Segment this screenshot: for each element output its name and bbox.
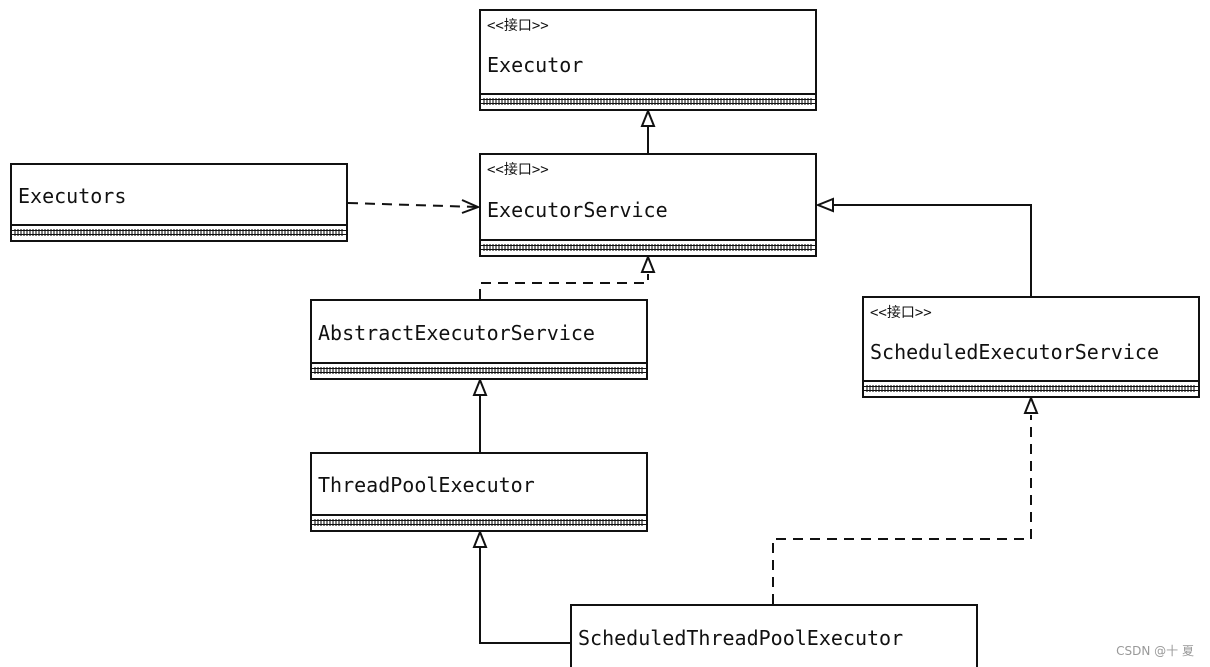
class-scheduled-executor-service[interactable]: <<接口>> ScheduledExecutorService — [862, 296, 1200, 398]
triangle-arrowhead — [472, 529, 488, 548]
triangle-arrowhead — [1023, 395, 1039, 414]
compartment-divider — [481, 239, 815, 255]
open-arrowhead — [461, 199, 481, 214]
edge-scheduledtpe-scheduledservice — [772, 415, 1032, 604]
compartment-divider — [481, 93, 815, 109]
class-name: ExecutorService — [487, 198, 668, 222]
class-name: AbstractExecutorService — [318, 321, 595, 345]
compartment-divider — [864, 380, 1198, 396]
class-executors[interactable]: Executors — [10, 163, 348, 242]
class-name: Executors — [18, 184, 127, 208]
class-executor[interactable]: <<接口>> Executor — [479, 9, 817, 111]
compartment-divider — [312, 362, 646, 378]
triangle-arrowhead — [472, 377, 488, 396]
class-name: Executor — [487, 53, 584, 77]
class-thread-pool-executor[interactable]: ThreadPoolExecutor — [310, 452, 648, 532]
stereotype-label: <<接口>> — [870, 305, 932, 321]
compartment-divider — [312, 514, 646, 530]
edge-scheduledtpe-threadpool — [479, 547, 570, 644]
class-abstract-executor-service[interactable]: AbstractExecutorService — [310, 299, 648, 380]
compartment-divider — [12, 224, 346, 240]
edge-executors-executorservice — [347, 202, 479, 208]
edge-scheduled-executorservice — [832, 204, 1032, 296]
triangle-arrowhead — [640, 254, 656, 273]
class-scheduled-thread-pool-executor[interactable]: ScheduledThreadPoolExecutor — [570, 604, 978, 667]
watermark: CSDN @十 夏 — [1116, 644, 1194, 658]
triangle-arrowhead — [815, 197, 834, 213]
edge-abstract-executorservice — [479, 274, 649, 299]
triangle-arrowhead — [640, 108, 656, 127]
class-executor-service[interactable]: <<接口>> ExecutorService — [479, 153, 817, 257]
class-name: ScheduledExecutorService — [870, 340, 1159, 364]
stereotype-label: <<接口>> — [487, 162, 549, 178]
class-name: ThreadPoolExecutor — [318, 473, 535, 497]
class-name: ScheduledThreadPoolExecutor — [578, 626, 904, 650]
stereotype-label: <<接口>> — [487, 18, 549, 34]
